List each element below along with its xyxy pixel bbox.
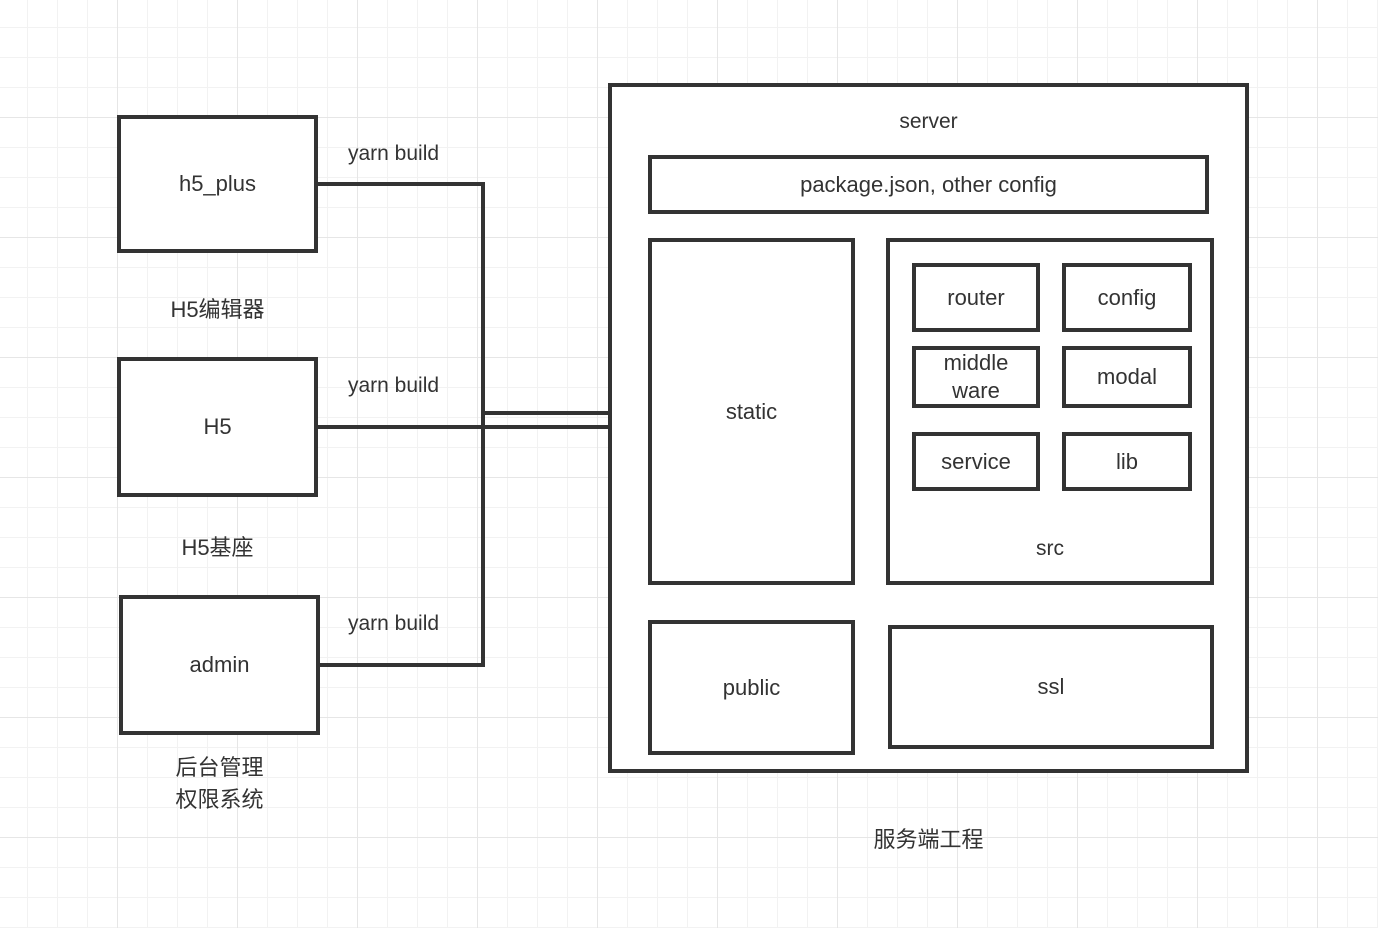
connector-h5plus-horizontal [316,182,485,186]
caption-h5-editor: H5编辑器 [170,297,265,322]
edge-label-yarn-build-3: yarn build [348,612,440,635]
caption-h5-base: H5基座 [181,535,254,560]
node-src: router config middle ware modal service … [886,238,1214,585]
node-h5-label: H5 [203,414,232,439]
node-service-label: service [941,448,1011,474]
caption-admin-line1: 后台管理 [175,755,264,780]
node-static: static [648,238,855,585]
node-router: router [912,263,1040,332]
node-package-config-label: package.json, other config [800,171,1057,197]
node-admin: admin [119,595,320,735]
node-src-label: src [1036,537,1064,560]
node-router-label: router [947,284,1005,310]
node-h5-plus-label: h5_plus [178,171,257,196]
node-lib-label: lib [1115,448,1138,474]
node-middleware-label: middle ware [943,350,1009,403]
caption-admin-system: 后台管理 权限系统 [119,752,320,816]
node-static-label: static [725,398,778,424]
node-service: service [912,432,1040,491]
node-lib: lib [1062,432,1192,491]
node-ssl: ssl [888,625,1214,749]
node-server-title: server [899,110,958,133]
node-modal-label: modal [1097,364,1157,389]
node-server: server package.json, other config static… [608,83,1249,773]
connector-admin-horizontal [318,663,485,667]
caption-server-project: 服务端工程 [873,827,984,852]
node-ssl-label: ssl [1037,674,1065,699]
node-h5: H5 [117,357,318,497]
connector-arrow-line-2 [316,425,624,429]
node-h5-plus: h5_plus [117,115,318,253]
caption-admin-line2: 权限系统 [175,787,264,812]
connector-trunk-vertical [481,182,485,667]
edge-label-yarn-build-2: yarn build [348,374,440,397]
node-modal: modal [1062,346,1192,408]
node-middleware: middle ware [912,346,1040,408]
node-package-config: package.json, other config [648,155,1209,214]
node-config: config [1062,263,1192,332]
edge-label-yarn-build-1: yarn build [348,142,440,165]
node-public-label: public [722,674,781,700]
node-admin-label: admin [189,652,250,677]
node-public: public [648,620,855,755]
node-config-label: config [1097,284,1157,310]
connector-arrow-line-1 [481,411,624,415]
